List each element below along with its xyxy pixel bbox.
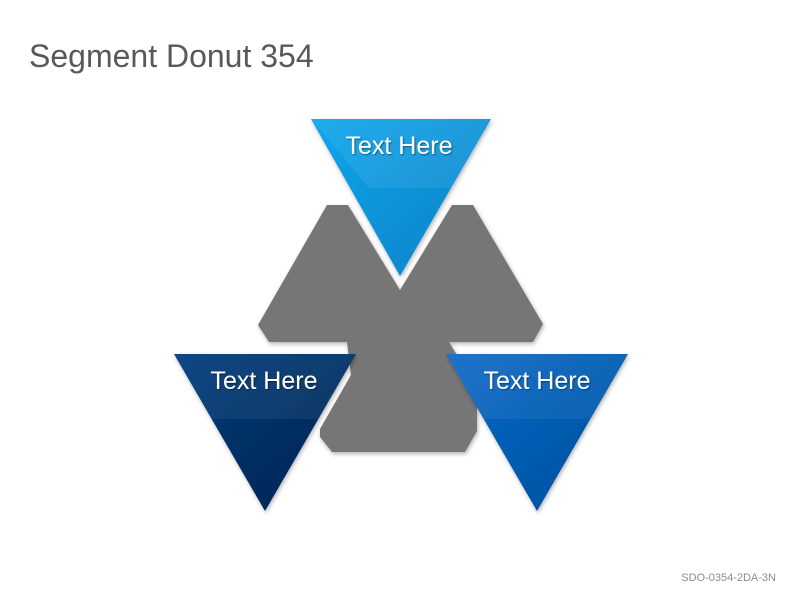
- segment-top-label: Text Here: [346, 132, 453, 160]
- segment-bottom-left-highlight: [174, 354, 356, 419]
- segment-top-triangle: [311, 119, 491, 276]
- segment-bottom-left-label: Text Here: [211, 367, 318, 395]
- segment-bottom-right-triangle: [446, 354, 628, 511]
- segment-bottom-left: Text Here: [174, 354, 356, 511]
- segment-bottom-right: Text Here: [446, 354, 628, 511]
- segment-bottom-left-triangle: [174, 354, 356, 511]
- segment-top-highlight: [311, 119, 491, 188]
- slide-code: SDO-0354-2DA-3N: [681, 572, 776, 584]
- segment-bottom-right-highlight: [446, 354, 628, 419]
- slide-title: Segment Donut 354: [29, 38, 314, 74]
- segment-top: Text Here: [311, 119, 491, 276]
- segment-bottom-right-label: Text Here: [484, 367, 591, 395]
